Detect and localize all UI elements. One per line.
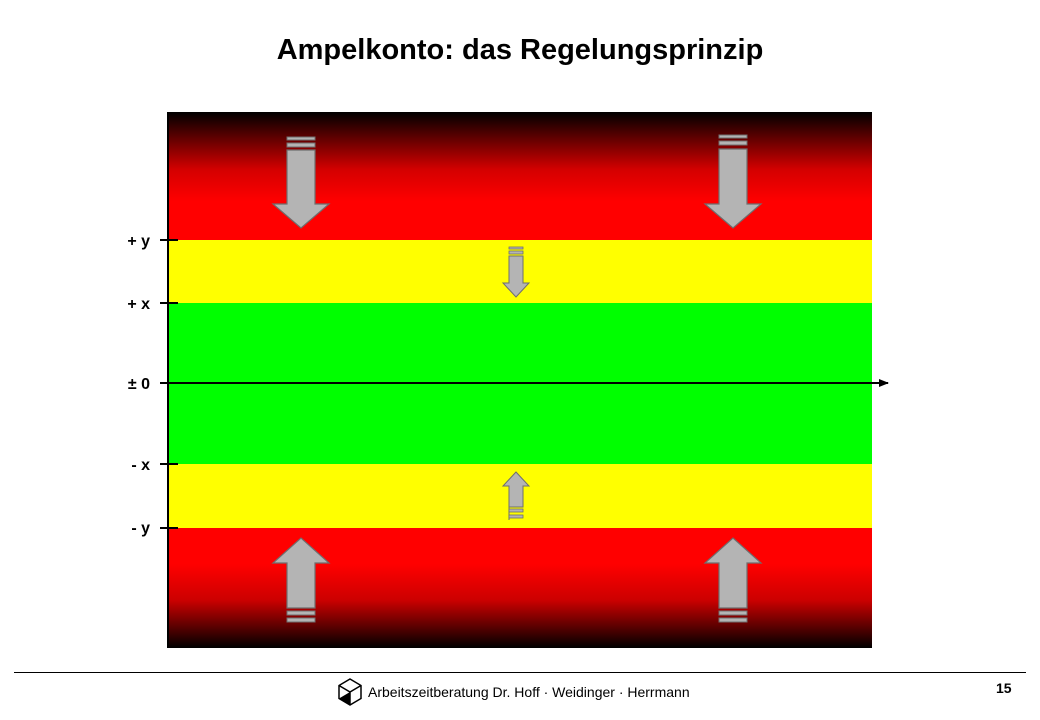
page-title: Ampelkonto: das Regelungsprinzip [276,34,764,66]
arrow-up-small [501,471,531,520]
label-minus-x: - x [131,457,150,474]
red-zone-bottom [168,528,872,648]
arrow-down-large-left [271,136,331,229]
label-plus-y: + y [127,233,150,250]
arrow-up-large-left [271,537,331,623]
label-minus-y: - y [131,520,150,537]
page-number: 15 [996,680,1012,696]
arrow-up-large-right [703,537,763,623]
red-zone-top [168,112,872,240]
label-zero: ± 0 [128,376,150,393]
arrow-down-small [501,246,531,298]
company-logo-icon [338,678,362,706]
arrow-down-large-right [703,134,763,229]
label-plus-x: + x [127,296,150,313]
footer-company-name: Arbeitszeitberatung Dr. Hoff · Weidinger… [368,684,690,700]
footer: Arbeitszeitberatung Dr. Hoff · Weidinger… [338,678,690,706]
footer-divider [14,672,1026,673]
